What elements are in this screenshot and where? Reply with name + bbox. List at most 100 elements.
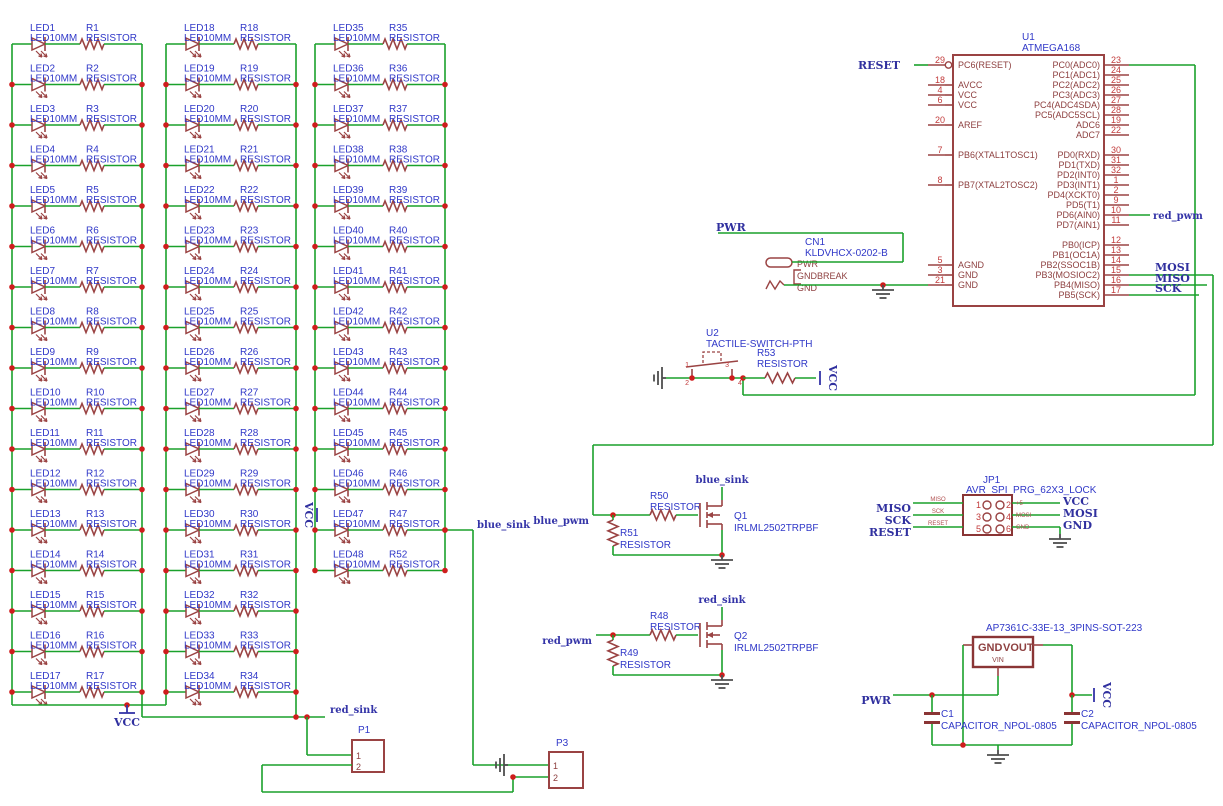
p1-body[interactable] [351,739,385,773]
capacitor-icon[interactable] [1064,695,1080,745]
red-pwm-stub[interactable]: red_pwm [1129,211,1203,222]
resistor-icon[interactable] [382,522,408,538]
resistor-icon[interactable] [382,279,408,295]
q2-driver[interactable]: red_pwmR48RESISTORR49RESISTORQ2IRLML2502… [542,595,818,689]
resistor-icon[interactable] [649,507,677,523]
led-icon[interactable] [31,360,48,382]
resistor-icon[interactable] [79,603,105,619]
resistor-icon[interactable] [79,522,105,538]
pwr-net[interactable]: PWR [716,221,928,299]
resistor-icon[interactable] [233,117,259,133]
led-icon[interactable] [185,522,202,544]
led-icon[interactable] [31,239,48,261]
resistor-icon[interactable] [233,239,259,254]
led-icon[interactable] [334,441,351,463]
resistor-icon[interactable] [605,639,621,667]
led-icon[interactable] [185,239,202,261]
u1-body[interactable] [952,54,1105,307]
p3-body[interactable] [548,751,584,789]
resistor-icon[interactable] [79,401,105,416]
resistor-icon[interactable] [382,320,408,335]
reset-net[interactable]: RESET [858,59,928,72]
regulator-body[interactable] [971,635,1035,669]
resistor-icon[interactable] [605,519,621,547]
led-icon[interactable] [31,77,48,99]
led-icon[interactable] [334,563,351,585]
q1-driver[interactable]: blue_pwmR50RESISTORR51RESISTORQ1IRLML250… [533,475,818,569]
resistor-icon[interactable] [79,684,105,700]
resistor-icon[interactable] [233,158,259,173]
resistor-icon[interactable] [233,603,259,619]
led-icon[interactable] [31,441,48,463]
led-icon[interactable] [31,198,48,220]
led-icon[interactable] [185,684,202,706]
led-icon[interactable] [185,117,202,139]
red-sink-net[interactable]: red_sink [142,705,378,756]
resistor-icon[interactable] [382,563,408,578]
resistor-icon[interactable] [79,117,105,133]
resistor-icon[interactable] [233,522,259,538]
resistor-icon[interactable] [382,482,408,497]
resistor-icon[interactable] [382,441,408,457]
resistor-icon[interactable] [233,198,259,214]
resistor-icon[interactable] [79,77,105,92]
resistor-icon[interactable] [233,563,259,578]
resistor-icon[interactable] [382,158,408,173]
resistor-icon[interactable] [233,279,259,295]
resistor-icon[interactable] [233,401,259,416]
led-icon[interactable] [31,644,48,666]
led-icon[interactable] [31,117,48,139]
resistor-icon[interactable] [79,563,105,578]
resistor-icon[interactable] [382,239,408,254]
resistor-icon[interactable] [233,360,259,376]
mosfet-icon[interactable] [699,620,723,650]
led-icon[interactable] [334,522,351,544]
resistor-icon[interactable] [233,482,259,497]
resistor-icon[interactable] [79,239,105,254]
resistor-icon[interactable] [79,158,105,173]
led-icon[interactable] [31,320,48,342]
resistor-icon[interactable] [233,77,259,92]
resistor-icon[interactable] [764,371,796,385]
